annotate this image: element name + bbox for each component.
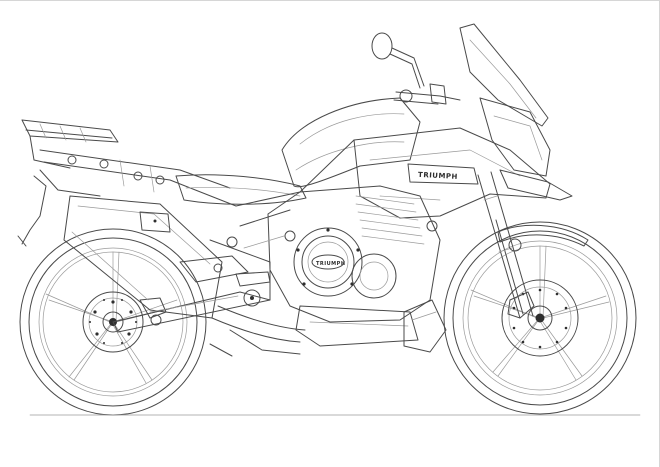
handlebar [393, 83, 461, 105]
front-wheel [443, 221, 637, 415]
side-stand [209, 329, 301, 357]
front-fork [477, 171, 589, 319]
exhaust-silencer [63, 195, 306, 343]
luggage-rack [21, 119, 119, 169]
engine-badge: TRIUMPH [316, 261, 346, 267]
front-brake-disc [501, 279, 579, 357]
seat [175, 174, 307, 205]
mirror [371, 32, 425, 89]
footpeg-bracket [179, 255, 271, 287]
side-fairing: TRIUMPH [353, 127, 551, 219]
rear-subframe [17, 149, 237, 247]
engine-cover [293, 227, 363, 297]
headlight-fairing [479, 97, 573, 201]
tank-badge: TRIUMPH [418, 171, 458, 181]
bash-plate [403, 299, 447, 353]
engine: TRIUMPH [209, 139, 441, 347]
tank-badge-outline [407, 163, 479, 185]
windscreen [459, 23, 549, 127]
